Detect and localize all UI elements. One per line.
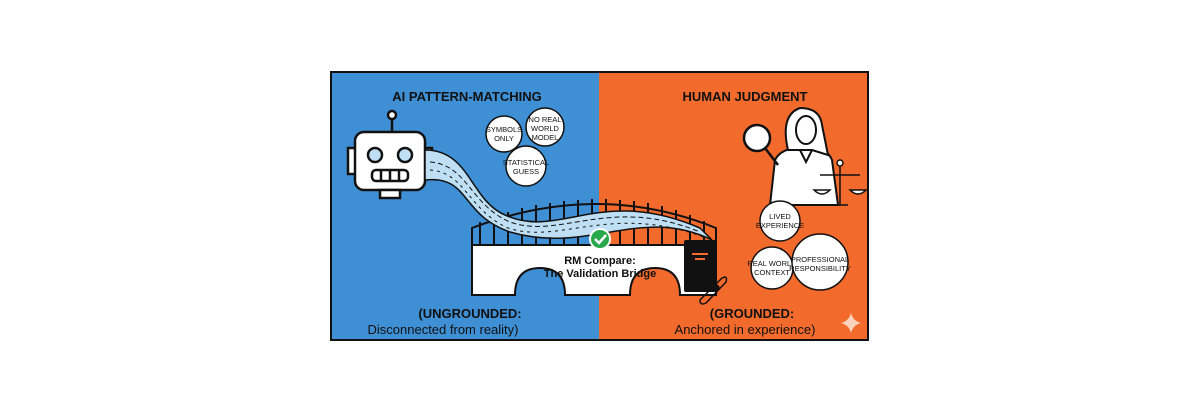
- bubble-professional-responsibility: PROFESSIONAL RESPONSIBILITY: [789, 233, 851, 291]
- bridge-title-line2: The Validation Bridge: [544, 268, 656, 280]
- sparkle-icon: [841, 313, 861, 333]
- bubble-no-real-world-model: NO REAL WORLD MODEL: [525, 107, 565, 147]
- svg-text:STATISTICAL: STATISTICAL: [503, 158, 549, 167]
- bubble-statistical-guess: STATISTICAL GUESS: [503, 145, 549, 187]
- bubble-lived-experience: LIVED EXPERIENCE: [756, 200, 804, 242]
- bubble-symbols-only: SYMBOLS ONLY: [485, 115, 523, 153]
- svg-text:NO REAL: NO REAL: [529, 115, 562, 124]
- diploma-icon: [699, 276, 728, 305]
- frame: [330, 71, 869, 341]
- magnifier-icon: [742, 123, 779, 166]
- left-title: AI PATTERN-MATCHING: [392, 89, 541, 104]
- svg-text:LIVED: LIVED: [769, 212, 791, 221]
- left-caption-bold: (UNGROUNDED:: [418, 306, 521, 321]
- checkmark-icon: [589, 228, 611, 250]
- svg-text:RESPONSIBILITY: RESPONSIBILITY: [789, 264, 851, 273]
- right-caption-bold: (GROUNDED:: [710, 306, 795, 321]
- scales-icon: [812, 159, 868, 206]
- svg-text:ONLY: ONLY: [494, 134, 514, 143]
- left-caption: Disconnected from reality): [368, 322, 519, 337]
- svg-text:MODEL: MODEL: [532, 133, 559, 142]
- svg-text:REAL WORLD: REAL WORLD: [747, 259, 797, 268]
- book-icon: [684, 240, 716, 292]
- bridge-title-line1: RM Compare:: [564, 255, 636, 267]
- svg-text:CONTEXT: CONTEXT: [754, 268, 790, 277]
- svg-text:EXPERIENCE: EXPERIENCE: [756, 221, 804, 230]
- svg-text:SYMBOLS: SYMBOLS: [486, 125, 522, 134]
- svg-text:WORLD: WORLD: [531, 124, 560, 133]
- svg-text:GUESS: GUESS: [513, 167, 539, 176]
- right-title: HUMAN JUDGMENT: [683, 89, 808, 104]
- svg-text:PROFESSIONAL: PROFESSIONAL: [791, 255, 849, 264]
- right-caption: Anchored in experience): [675, 322, 816, 337]
